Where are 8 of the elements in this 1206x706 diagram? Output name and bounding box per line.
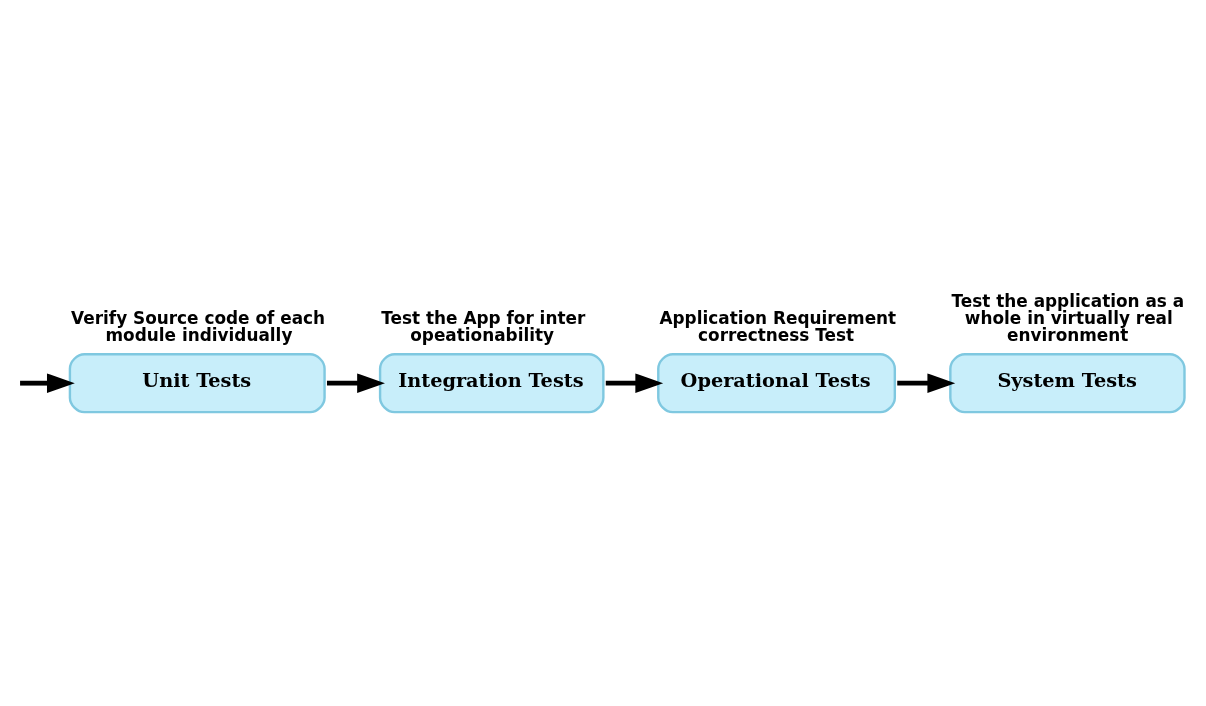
arrow — [327, 373, 385, 393]
arrow — [605, 373, 664, 393]
arrow — [897, 373, 956, 393]
node-label: Application Requirement correctness Test — [659, 308, 897, 346]
node-label: Test the application as a whole in virtually real environment — [951, 291, 1185, 346]
node-label: Verify Source code of each module individually — [71, 308, 326, 346]
arrow — [20, 373, 75, 393]
node-label: Test the App for inter opeationability — [381, 308, 586, 346]
